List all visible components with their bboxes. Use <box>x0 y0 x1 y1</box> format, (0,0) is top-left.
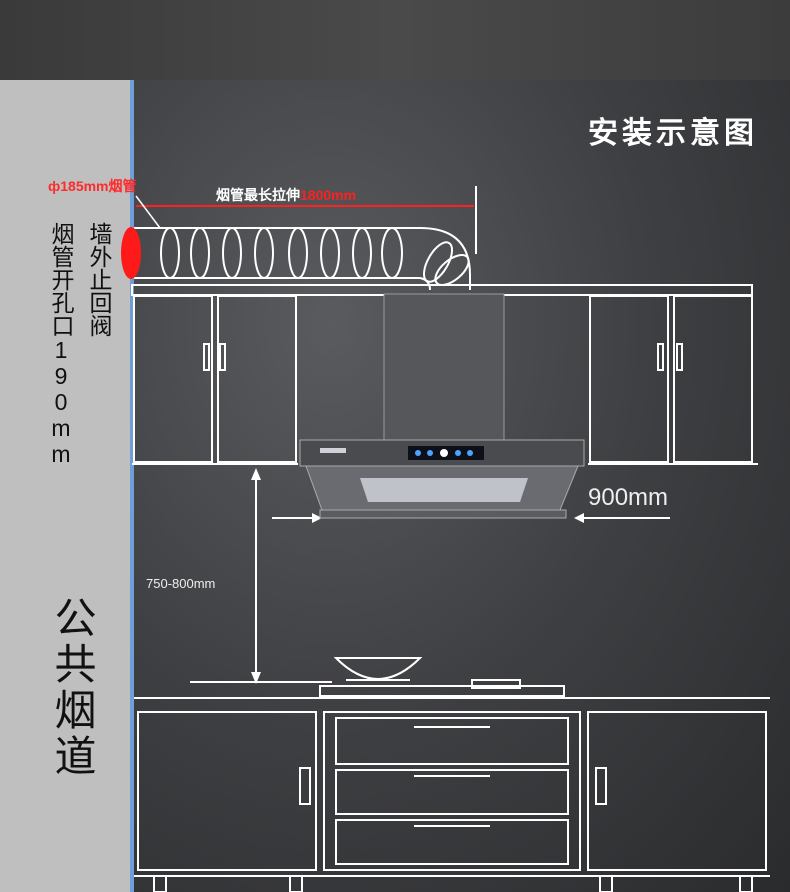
upper-cabinet-right-1 <box>589 295 669 463</box>
hood-width-label: 900mm <box>588 484 669 511</box>
public-flue-wall <box>0 80 130 892</box>
hole-size-label: 烟管开孔口190mm <box>48 222 74 467</box>
flexible-duct-icon <box>134 227 471 291</box>
check-valve-label: 墙外止回阀 <box>86 222 112 337</box>
drawer-1 <box>335 717 569 765</box>
cabinet-handle-icon <box>203 343 210 371</box>
drawer-3 <box>335 819 569 865</box>
cabinet-handle-icon <box>657 343 664 371</box>
cabinet-handle-icon <box>595 767 607 805</box>
gas-stove-icon <box>319 679 565 697</box>
wall-edge-line <box>130 80 134 892</box>
pipe-diameter-label: ф185mm烟管 <box>48 178 137 194</box>
install-height-label: 750-800mm <box>146 576 216 591</box>
base-cabinet-left <box>137 711 317 871</box>
base-cabinet-right <box>587 711 767 871</box>
cabinet-handle-icon <box>299 767 311 805</box>
pipe-stretch-label: 烟管最长拉伸1800mm <box>216 185 356 205</box>
drawer-2 <box>335 769 569 815</box>
pipe-stretch-value: 1800mm <box>300 187 357 203</box>
wok-icon <box>333 657 423 681</box>
check-valve-icon <box>121 227 141 279</box>
cabinet-handle-icon <box>219 343 226 371</box>
drawer-stack <box>323 711 581 871</box>
public-flue-label: 公共烟道 <box>49 596 96 780</box>
upper-cabinet-left-1 <box>133 295 213 463</box>
pipe-stretch-prefix: 烟管最长拉伸 <box>216 187 300 203</box>
upper-cabinet-left-2 <box>217 295 297 463</box>
top-band <box>0 0 790 80</box>
cabinet-handle-icon <box>676 343 683 371</box>
range-hood-icon <box>299 293 585 519</box>
page-title: 安装示意图 <box>588 116 758 151</box>
upper-cabinet-right-2 <box>673 295 753 463</box>
